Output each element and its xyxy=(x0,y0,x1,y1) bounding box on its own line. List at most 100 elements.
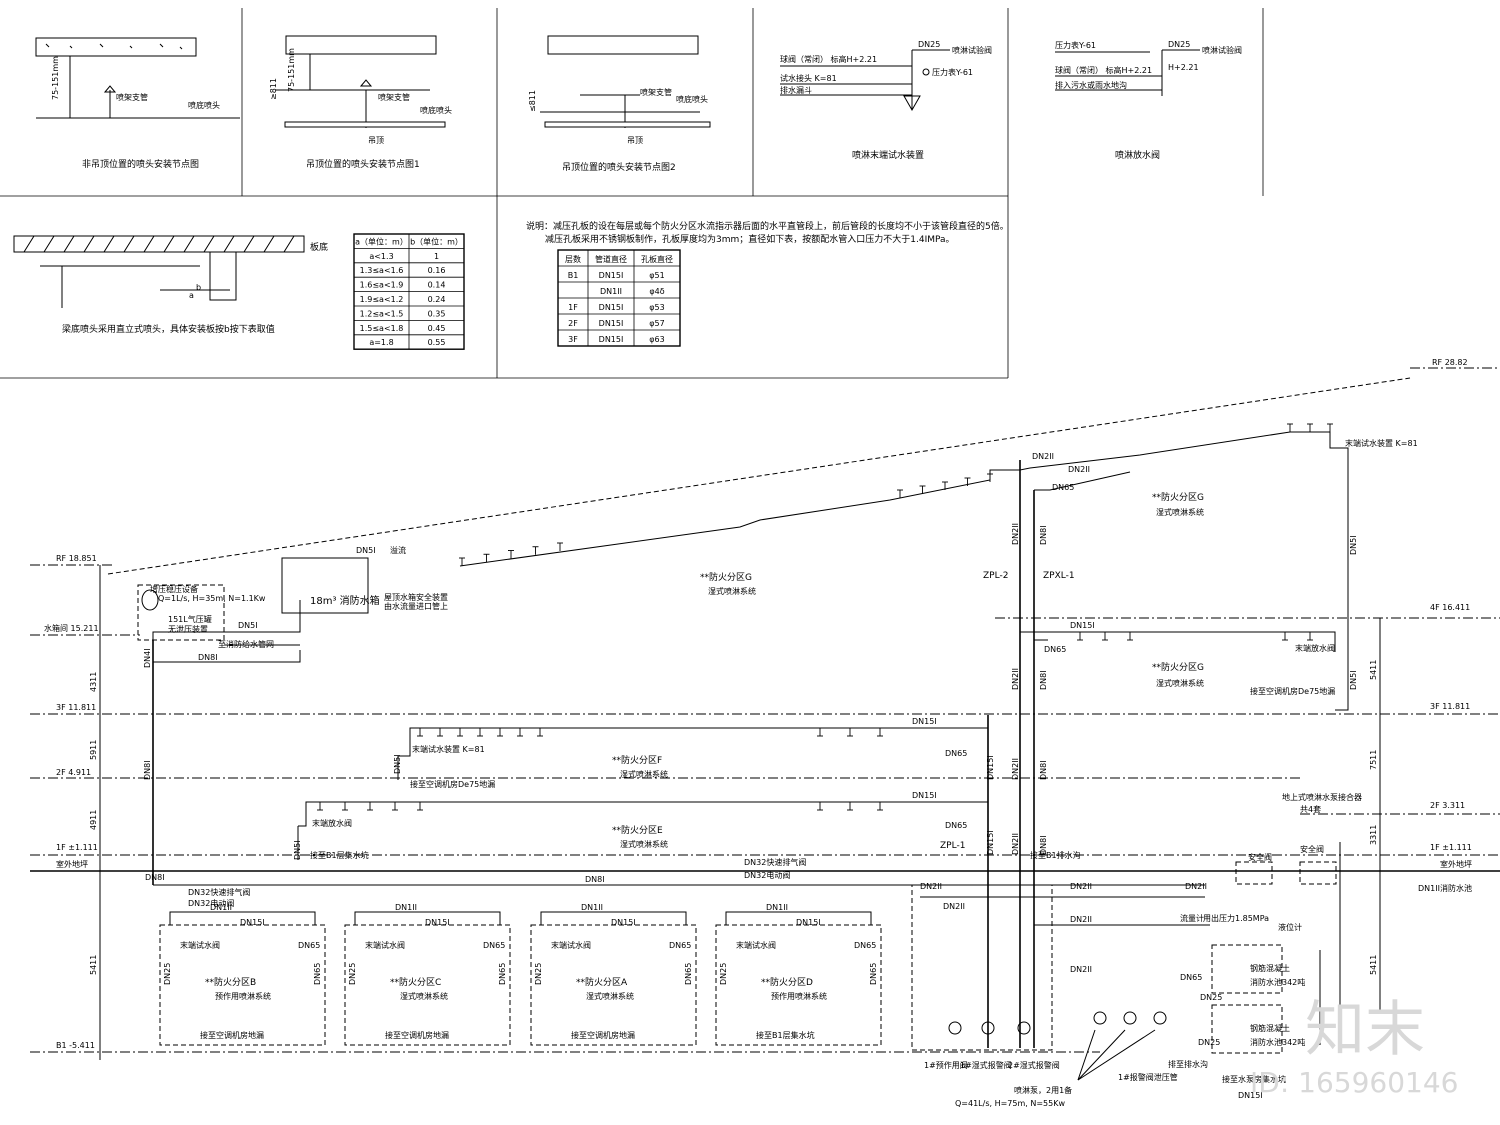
end-test-label: 末端试水阀 xyxy=(736,940,776,950)
ball-valve-label: 球阀（常闭） 标高H+2.21 xyxy=(780,54,877,64)
overflow-label: 溢流 xyxy=(390,545,406,555)
orifice-table-cell: φ63 xyxy=(649,335,664,344)
pipe-label: DN8I xyxy=(1039,835,1048,855)
ceiling-label: 吊顶 xyxy=(368,136,384,145)
dn32-valve: DN32电动阀 xyxy=(744,870,790,880)
pipe-label: DN65 xyxy=(854,941,876,950)
riser-zpxl1: ZPXL-1 xyxy=(1043,571,1075,581)
end-test-label: 末端试水阀 xyxy=(180,940,220,950)
height-4: 5411 xyxy=(89,955,98,975)
sprinkler-head-icon xyxy=(1307,632,1313,641)
beam-table-cell: 0.35 xyxy=(428,309,446,318)
pipe-label: DN2II xyxy=(1011,758,1020,780)
sprinkler-head-icon xyxy=(877,802,883,811)
pipe-label: DN2II xyxy=(1185,882,1207,891)
sprinkler-head-icon xyxy=(942,481,948,490)
zone-a-name: **防火分区A xyxy=(576,976,628,988)
to-b1-label: 接至B1排水沟 xyxy=(1030,850,1081,860)
alarm-2: 1#湿式报警阀 xyxy=(960,1060,1012,1070)
sprinkler-head-icon xyxy=(1307,423,1313,432)
beam-table-cell: 1.5≤a<1.8 xyxy=(360,324,404,333)
beam-table-header: a（单位：m） xyxy=(355,236,408,246)
zone-g-mid-sys: 湿式喷淋系统 xyxy=(1156,678,1204,688)
pipe-label: DN15I xyxy=(912,717,937,726)
level-2f-right: 2F 3.311 xyxy=(1430,801,1465,810)
beam-table-cell: 0.24 xyxy=(428,295,446,304)
end-drain-label: 末端放水阀 xyxy=(1295,643,1335,653)
zone-c-name: **防火分区C xyxy=(390,976,441,988)
sprinkler-head-icon xyxy=(342,802,348,811)
height-2: 5911 xyxy=(89,740,98,760)
zone-e-name: **防火分区E xyxy=(612,824,663,836)
beam-detail: a b 板底 梁底喷头采用直立式喷头，具体安装板按b按下表取值 xyxy=(13,235,328,335)
zone-box-c xyxy=(344,924,511,1046)
pipe-label: DN2II xyxy=(920,882,942,891)
zone-a-sys: 湿式喷淋系统 xyxy=(586,991,634,1001)
beam-table-cell: 1.9≤a<1.2 xyxy=(360,295,404,304)
orifice-table-cell: φ57 xyxy=(649,319,664,328)
pipe-label: DN65 xyxy=(483,941,505,950)
sprinkler-head-icon xyxy=(817,802,823,811)
zone-b-name: **防火分区B xyxy=(205,976,256,988)
level-rf-left: RF 18.851 xyxy=(56,554,97,563)
pipe-label: DN2II xyxy=(1070,915,1092,924)
b-label: b xyxy=(196,283,201,292)
detail-1: 喷架支管 喷底喷头 75-151mm 非吊顶位置的喷头安装节点图 xyxy=(35,37,240,170)
level-tank-room: 水箱间 15.211 xyxy=(44,623,99,633)
watermark-brand: 知末 xyxy=(1305,995,1425,1065)
pipe-label: DN65 xyxy=(945,821,967,830)
drain-to-pit: 排至排水沟 xyxy=(1168,1059,1208,1069)
pipe-label: DN65 xyxy=(498,963,507,985)
sprinkler-label: 喷底喷头 xyxy=(188,100,220,110)
pipe-label: DN5I xyxy=(356,546,376,555)
beam-title: 梁底喷头采用直立式喷头，具体安装板按b按下表取值 xyxy=(62,323,275,335)
sprinkler-head-icon xyxy=(877,728,883,737)
beam-table-cell: a=1.8 xyxy=(369,338,393,347)
zone-e-sys: 湿式喷淋系统 xyxy=(620,839,668,849)
pipe-label: DN8I xyxy=(1039,760,1048,780)
level-rf-right: RF 28.82 xyxy=(1432,358,1468,367)
dn-label: DN25 xyxy=(918,40,940,49)
height-5: 5411 xyxy=(1369,660,1378,680)
zone-g-right-sys: 湿式喷淋系统 xyxy=(1156,507,1204,517)
pipe-label: DN2II xyxy=(1068,465,1090,474)
sprinkler-head-icon xyxy=(897,489,903,498)
pipe-label: DN5I xyxy=(238,621,258,630)
sprinkler-head-icon xyxy=(1102,632,1108,641)
drain-label: 排入污水或雨水地沟 xyxy=(1055,80,1127,90)
tank-label: 18m³ 消防水箱 xyxy=(310,594,380,607)
pipe-label: DN15I xyxy=(425,918,450,927)
pool-1: 消防水池342吨 xyxy=(1250,977,1305,987)
pipe-label: DN15I xyxy=(796,918,821,927)
sprinkler-head-icon xyxy=(532,546,539,555)
detail-2: 喷架支管 喷底喷头 吊顶 75-151mm ≥811 吊顶位置的喷头安装节点图1 xyxy=(269,35,452,170)
zone-c-sys: 湿式喷淋系统 xyxy=(400,991,448,1001)
pipe-label: DN65 xyxy=(298,941,320,950)
pipe-label: DN15I xyxy=(1070,621,1095,630)
orifice-table-cell: 1F xyxy=(568,303,578,312)
zone-d-sys: 预作用喷淋系统 xyxy=(771,991,827,1001)
sprinkler-head-icon xyxy=(517,728,523,737)
flow-switch: 流量计 xyxy=(1180,913,1204,923)
level-gauge: 液位计 xyxy=(1278,922,1302,932)
detail-frame xyxy=(0,8,1264,379)
sprinkler-head-icon xyxy=(508,550,514,559)
gauge-label: 压力表Y-61 xyxy=(932,67,973,77)
pipe-label: DN1II xyxy=(581,903,603,912)
sprinkler-head-icon xyxy=(919,485,926,494)
sprinkler-head-icon xyxy=(497,728,503,737)
gauge-label: 压力表Y-61 xyxy=(1055,40,1096,50)
booster-spec: Q=1L/s, H=35m, N=1.1Kw xyxy=(158,594,266,603)
dn32-vent-left: DN32快速排气阀 xyxy=(188,887,250,897)
watermark: 知末 ID: 165960146 xyxy=(1250,995,1458,1099)
sprinkler-head-icon xyxy=(1327,423,1333,432)
zone-f-sys: 湿式喷淋系统 xyxy=(620,769,668,779)
sprinkler-head-icon xyxy=(417,802,423,811)
test-valve-label: 喷淋试验阀 xyxy=(952,45,992,55)
pool-label: 钢筋混凝土 xyxy=(1250,963,1290,973)
pipe-label: DN65 xyxy=(313,963,322,985)
detail-3-title: 吊顶位置的喷头安装节点图2 xyxy=(562,161,676,173)
pipe-label: DN65 xyxy=(669,941,691,950)
